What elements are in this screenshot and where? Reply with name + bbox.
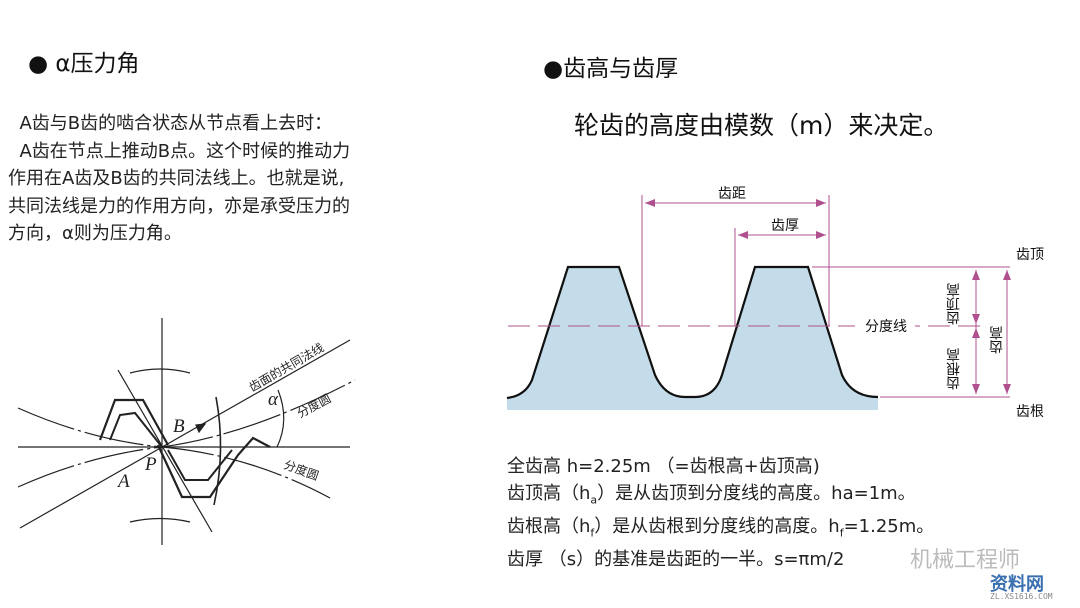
note-line: 齿根高（hf）是从齿根到分度线的高度。hf=1.25m。 [507, 515, 935, 540]
pitch-line-label: 分度线 [865, 319, 907, 335]
normal-line-label: 齿面的共同法线 [246, 340, 326, 395]
rotation-arrow-bottom [129, 517, 191, 523]
thickness-label: 齿厚 [771, 218, 799, 234]
arc-b [213, 396, 222, 506]
rotation-arrow-top [129, 368, 191, 374]
normal-line [19, 339, 351, 529]
root-label: 齿根 [1016, 404, 1044, 420]
pitch-label: 齿距 [718, 186, 746, 202]
dimension-arrows [645, 199, 1011, 394]
left-title: ● α压力角 [28, 51, 140, 77]
notes: 全齿高 h=2.25m （=齿根高+齿顶高) 齿顶高（ha）是从齿顶到分度线的高… [507, 454, 934, 573]
note-line: 齿顶高（ha）是从齿顶到分度线的高度。ha=1m。 [507, 482, 916, 507]
left-paragraph: A齿与B齿的啮合状态从节点看上去时： A齿在节点上推动B点。这个时候的推动力 作… [8, 110, 350, 248]
para-line: 共同法线是力的作用方向，亦是承受压力的 [8, 195, 350, 217]
tooth-b [157, 436, 271, 499]
pitch-line-label-bg [855, 315, 915, 335]
note-line: 全齿高 h=2.25m （=齿根高+齿顶高) [507, 456, 820, 477]
para-line: 方向，α则为压力角。 [8, 223, 182, 244]
tooth-b-inner [167, 449, 233, 481]
point-p-label: P [144, 454, 157, 475]
tooth-a-inner [109, 411, 163, 448]
right-subtitle: 轮齿的高度由模数（m）来决定。 [574, 111, 949, 140]
right-title: ●齿高与齿厚 [543, 56, 679, 82]
para-line: A齿与B齿的啮合状态从节点看上去时： [8, 113, 333, 134]
addendum-label: 齿顶高 [946, 283, 962, 325]
pitch-circle-upper-label: 分度圆 [294, 390, 333, 420]
tooth-a [98, 398, 169, 446]
para-line: A齿在节点上推动B点。这个时候的推动力 [8, 140, 351, 162]
note-line: 齿厚 （s）的基准是齿距的一半。s=πm/2 [507, 548, 845, 570]
para-line: 作用在A齿及B齿的共同法线上。也就是说, [8, 168, 345, 189]
dedendum-label: 齿根高 [946, 348, 962, 390]
force-arrow-icon [195, 423, 207, 434]
tooth-height-label: 齿高 [989, 326, 1005, 354]
gear-teeth-outline [506, 265, 879, 400]
point-b-label: B [173, 416, 185, 437]
tip-label: 齿顶 [1016, 247, 1044, 263]
watermark-url: ZL.XS1616.COM [990, 592, 1053, 601]
alpha-arc [276, 389, 285, 448]
point-a-label: A [116, 471, 130, 492]
pitch-circle-lower [17, 379, 356, 488]
gear-teeth-fill [507, 267, 878, 410]
tangent-line [117, 369, 213, 533]
pitch-circle-lower-label: 分度圆 [282, 457, 321, 483]
watermark-text: 机械工程师 [910, 548, 1021, 573]
alpha-label: α [268, 389, 279, 410]
watermark-logo: 资料网 [990, 574, 1044, 595]
